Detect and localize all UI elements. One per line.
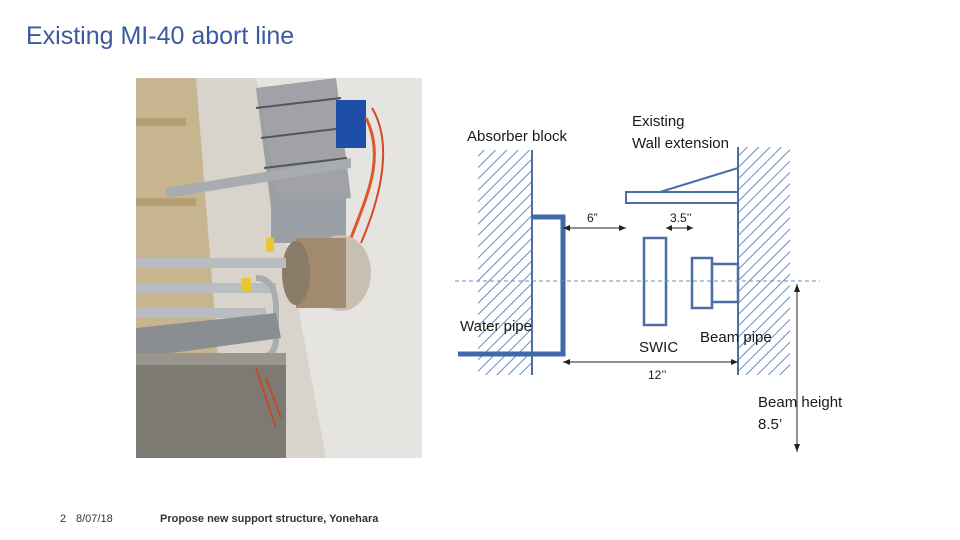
beam-pipe-flange bbox=[690, 256, 714, 310]
slide-title: Existing MI-40 abort line bbox=[26, 22, 295, 50]
absorber-block-label: Absorber block bbox=[467, 128, 568, 145]
swic-label: SWIC bbox=[639, 339, 679, 356]
dimension-3-5in: 3.5’’ bbox=[670, 211, 692, 225]
dimension-6in: 6” bbox=[587, 211, 598, 225]
water-pipe-label: Water pipe bbox=[460, 318, 532, 335]
wall bbox=[738, 147, 790, 375]
dimension-12in: 12’’ bbox=[648, 368, 667, 382]
beam-height-value: 8.5’ bbox=[758, 416, 783, 433]
beam-pipe-label: Beam pipe bbox=[700, 329, 772, 346]
existing-label: Existing bbox=[632, 113, 685, 130]
footer-date: 8/07/18 bbox=[76, 513, 113, 525]
beam-height-label: Beam height bbox=[758, 394, 843, 411]
wall-extension-label: Wall extension bbox=[632, 135, 729, 152]
water-pipe bbox=[458, 214, 566, 357]
footer-caption: Propose new support structure, Yonehara bbox=[160, 513, 379, 525]
wall-extension bbox=[625, 191, 739, 204]
slide-number: 2 bbox=[60, 513, 67, 525]
absorber-block bbox=[478, 150, 532, 375]
beam-pipe bbox=[710, 262, 740, 304]
tunnel-photo bbox=[136, 78, 422, 458]
